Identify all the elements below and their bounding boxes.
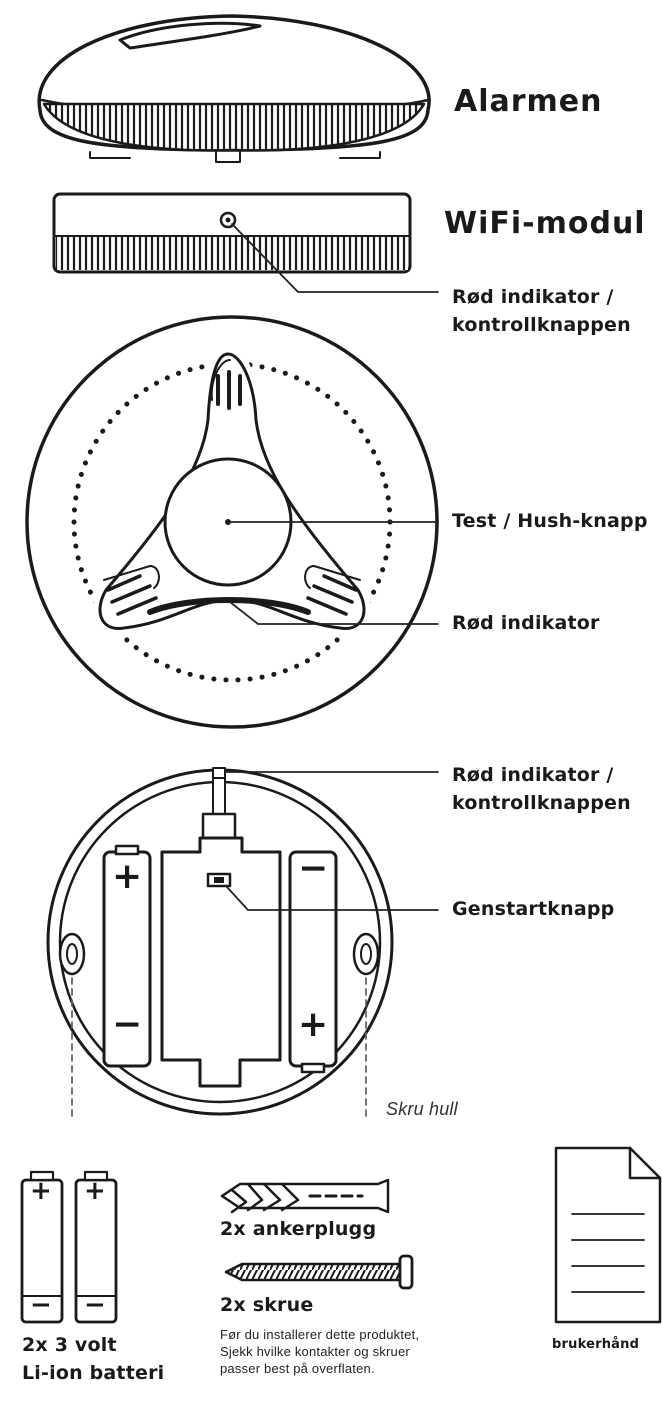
kit-manual — [554, 1146, 662, 1324]
kit-note-line-3: passer best på overflaten. — [220, 1361, 375, 1376]
label-alarm: Alarmen — [454, 84, 603, 119]
label-red-indicator-control-bottom-1: Rød indikator / — [452, 764, 614, 786]
kit-note-line-2: Sjekk hvilke kontakter og skruer — [220, 1344, 410, 1359]
label-kit-manual: brukerhånd — [552, 1337, 640, 1352]
label-kit-batteries-2: Li-ion batteri — [22, 1362, 165, 1384]
kit-screw — [224, 1254, 414, 1290]
battery-right-plus: + — [298, 1004, 329, 1045]
kit-anchor-plug — [220, 1178, 390, 1214]
label-red-indicator-control-top-1: Rød indikator / — [452, 286, 614, 308]
battery-left-plus: + — [112, 856, 143, 897]
label-wifi-module: WiFi-modul — [444, 206, 646, 241]
wifi-module-view — [52, 192, 412, 274]
kit-battery-2-minus: − — [84, 1290, 106, 1320]
kit-battery-2-plus: + — [84, 1176, 106, 1206]
label-red-indicator-control-top-2: kontrollknappen — [452, 314, 631, 336]
label-restart-button: Genstartknapp — [452, 898, 615, 920]
battery-left-minus: − — [112, 1004, 143, 1045]
kit-battery-1-minus: − — [30, 1290, 52, 1320]
kit-note-line-1: Før du installerer dette produktet, — [220, 1327, 420, 1342]
label-kit-anchors: 2x ankerplugg — [220, 1218, 377, 1240]
label-kit-batteries-1: 2x 3 volt — [22, 1334, 117, 1356]
alarm-side-view — [37, 14, 431, 163]
alarm-back-view — [46, 767, 394, 1119]
leader-lines — [224, 223, 439, 911]
kit-battery-1-plus: + — [30, 1176, 52, 1206]
label-kit-screws: 2x skrue — [220, 1294, 314, 1316]
label-screw-holes: Skru hull — [386, 1099, 458, 1119]
label-red-indicator: Rød indikator — [452, 612, 600, 634]
label-red-indicator-control-bottom-2: kontrollknappen — [452, 792, 631, 814]
kit-batteries — [20, 1170, 118, 1324]
red-indicator-arc — [147, 597, 311, 615]
battery-right-minus: − — [298, 848, 329, 889]
label-test-hush: Test / Hush-knapp — [452, 510, 648, 532]
